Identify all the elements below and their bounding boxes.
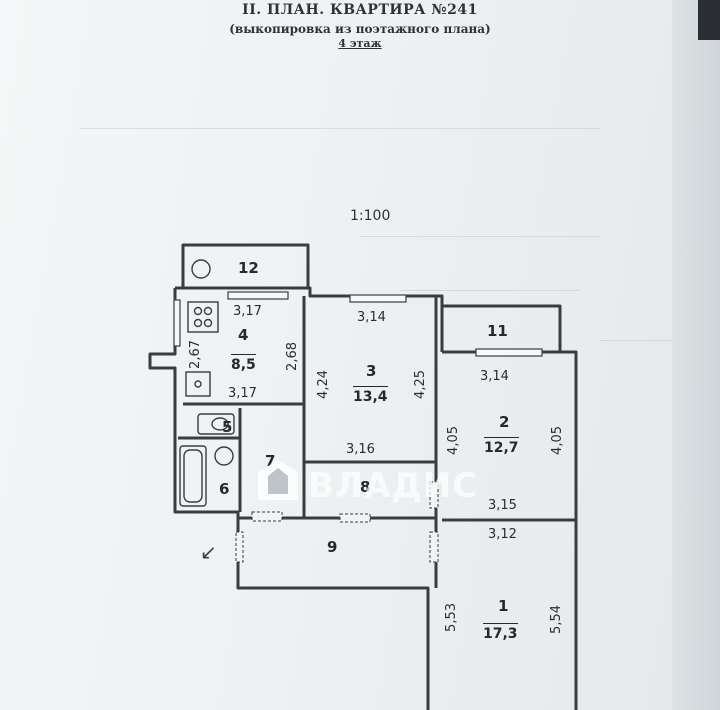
room-4-left-dimension: 2,67 <box>188 340 203 369</box>
stove-burner-icon <box>203 318 213 328</box>
stove-burner-icon <box>193 318 203 328</box>
room-1-number: 1 <box>498 597 509 615</box>
watermark-text: ВЛАДИС <box>308 466 479 506</box>
door-opening <box>251 511 283 522</box>
page-title: II. ПЛАН. КВАРТИРА №241 <box>242 2 478 18</box>
window <box>227 291 289 300</box>
bleed-through-line <box>80 128 600 139</box>
bleed-through-line <box>400 290 580 301</box>
room-4-top-dimension: 3,17 <box>233 304 262 319</box>
room-3-bottom-dimension: 3,16 <box>346 442 375 457</box>
sink-icon <box>185 371 211 397</box>
window <box>475 348 543 357</box>
page-corner-shadow <box>698 0 720 40</box>
outer-wall <box>181 243 310 288</box>
room-9-number: 9 <box>327 538 338 556</box>
page-subtitle: (выкопировка из поэтажного плана) <box>229 22 491 36</box>
entrance-arrow-icon: ↙ <box>200 540 217 564</box>
page-edge <box>672 0 720 710</box>
room-7-number: 7 <box>265 452 276 470</box>
room-2-number: 2 <box>499 413 510 431</box>
stove-icon <box>187 301 219 333</box>
room-3-top-dimension: 3,14 <box>357 310 386 325</box>
bathtub-inner-icon <box>183 449 203 503</box>
room-8-number: 8 <box>360 478 371 496</box>
window <box>173 299 181 347</box>
window <box>349 294 407 303</box>
room-1-right-dimension: 5,54 <box>549 605 564 634</box>
stove-burner-icon <box>193 306 203 316</box>
room-1-left-dimension: 5,53 <box>444 603 459 632</box>
room-11-number: 11 <box>487 322 508 340</box>
tank-icon <box>191 259 211 279</box>
room-2-bottom-dimension: 3,15 <box>488 498 517 513</box>
room-4-number: 4 <box>238 326 249 344</box>
door-opening <box>429 481 439 509</box>
room-4-right-dimension: 2,68 <box>285 342 300 371</box>
scale-label: 1:100 <box>350 208 391 224</box>
room-1-top-dimension: 3,12 <box>488 527 517 542</box>
toilet-icon <box>197 413 235 435</box>
room-5-number: 5 <box>222 418 233 436</box>
vladis-logo-icon <box>258 460 298 500</box>
room-2-top-dimension: 3,14 <box>480 369 509 384</box>
room-3-number: 3 <box>366 362 377 380</box>
stove-burner-icon <box>203 306 213 316</box>
room-4-area: 8,5 <box>231 354 256 373</box>
outer-wall <box>148 288 430 710</box>
bleed-through-line <box>600 340 672 351</box>
toilet-bowl-icon <box>211 417 229 431</box>
room-2-area: 12,7 <box>484 437 519 456</box>
room-2-right-dimension: 4,05 <box>550 426 565 455</box>
bleed-through-line <box>360 236 600 247</box>
sink-drain-icon <box>194 380 202 388</box>
room-3-area: 13,4 <box>353 386 388 405</box>
door-opening <box>429 531 439 563</box>
room-6-number: 6 <box>219 480 230 498</box>
floor-label: 4 этаж <box>338 37 382 50</box>
bathtub-icon <box>179 445 207 507</box>
room-2-left-dimension: 4,05 <box>446 426 461 455</box>
door-opening <box>235 531 244 563</box>
room-3-left-dimension: 4,24 <box>316 370 331 399</box>
room-4-bottom-dimension: 3,17 <box>228 386 257 401</box>
room-12-number: 12 <box>238 259 259 277</box>
washbasin-icon <box>214 446 234 466</box>
door-opening <box>339 513 371 523</box>
room-1-area: 17,3 <box>483 623 518 642</box>
room-3-right-dimension: 4,25 <box>413 370 428 399</box>
